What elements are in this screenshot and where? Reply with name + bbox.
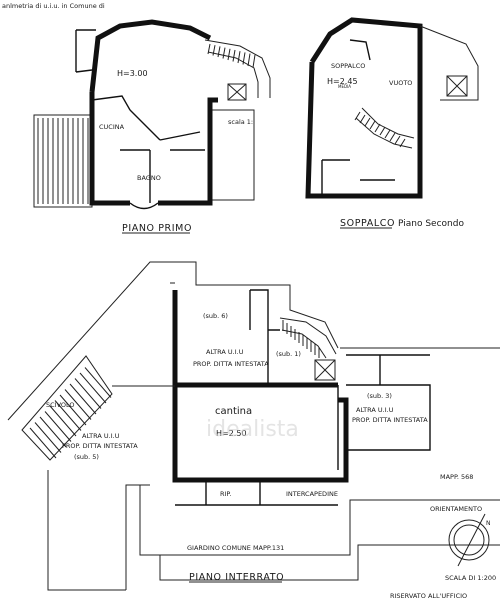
scivolo-label: SCIVOLO	[46, 401, 75, 409]
sub6-text-line2: PROP. DITTA INTESTATA	[193, 360, 269, 368]
sub3-text-line1: ALTRA U.I.U	[356, 406, 394, 414]
watermark: idealista	[206, 417, 299, 442]
mapp-label: MAPP. 568	[440, 473, 473, 481]
sub6-text-line1: ALTRA U.I.U	[206, 348, 244, 356]
scivolo-ramp	[21, 355, 113, 461]
primo-scale-note: scala 1:	[228, 118, 253, 126]
north-arrow-icon	[448, 513, 490, 567]
primo-room-kitchen: CUCINA	[99, 123, 125, 131]
sub1-label: (sub. 1)	[276, 350, 301, 358]
primo-title: PIANO PRIMO	[122, 223, 192, 234]
soppalco-height: H=2.45	[327, 77, 358, 86]
sub6-label: (sub. 6)	[203, 312, 228, 320]
rip-label: RIP.	[220, 490, 231, 498]
primo-height: H=3.00	[117, 69, 148, 78]
intercapedine-label: INTERCAPEDINE	[286, 490, 338, 498]
soppalco-plan	[305, 17, 479, 199]
left-terrace-hatch	[33, 114, 93, 208]
soppalco-room-void: VUOTO	[389, 79, 412, 87]
soppalco-room-loft: SOPPALCO	[331, 62, 365, 70]
piano-primo-plan	[33, 19, 271, 210]
header-caption: anlmetria di u.i.u. in Comune di	[2, 2, 105, 10]
interrato-title: PIANO INTERRATO	[189, 572, 284, 583]
primo-staircase	[204, 39, 271, 101]
garden-label: GIARDINO COMUNE MAPP.131	[187, 544, 284, 552]
scale-label: SCALA DI 1:200	[445, 574, 496, 582]
soppalco-subtitle: Piano Secondo	[398, 219, 464, 229]
soppalco-staircase	[354, 107, 415, 149]
reserved-label: RISERVATO ALL'UFFICIO	[390, 592, 467, 600]
sub3-text-line2: PROP. DITTA INTESTATA	[352, 416, 428, 424]
soppalco-height-sub: MEDIA	[338, 84, 351, 89]
soppalco-title: SOPPALCO	[340, 218, 395, 229]
sub5-text-line2: PROP. DITTA INTESTATA	[62, 442, 138, 450]
orientation-label: ORIENTAMENTO	[430, 505, 482, 513]
sub3-label: (sub. 3)	[367, 392, 392, 400]
interrato-staircase	[279, 317, 337, 381]
sub5-text-line1: ALTRA U.I.U	[82, 432, 120, 440]
interrato-height: H=2.50	[216, 429, 247, 438]
cellar-label: cantina	[215, 406, 252, 417]
north-label: N	[486, 520, 491, 527]
primo-room-bath: BAGNO	[137, 174, 161, 182]
sub5-label: (sub. 5)	[74, 453, 99, 461]
interrato-plan	[7, 261, 500, 591]
